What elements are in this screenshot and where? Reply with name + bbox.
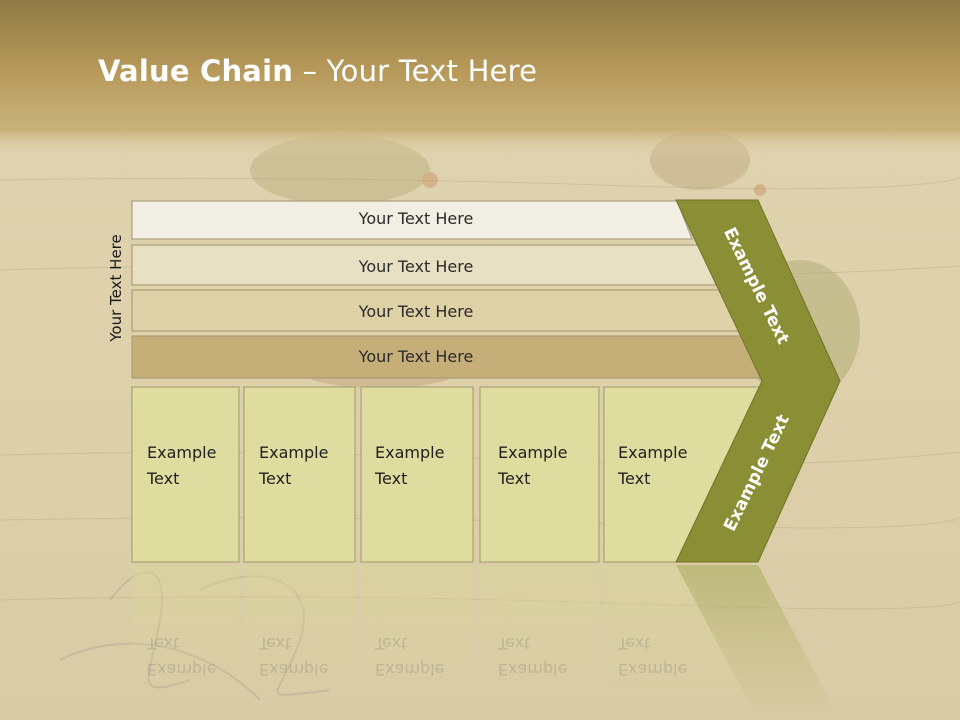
box-2	[243, 386, 356, 563]
box-3	[360, 386, 474, 563]
chevron-arrow	[675, 199, 841, 563]
row-label-1: Your Text Here	[358, 209, 474, 228]
row-label-2: Your Text Here	[358, 257, 474, 276]
row-label-3: Your Text Here	[358, 302, 474, 321]
box-4-line1: Example	[498, 443, 568, 462]
row-bar-1	[131, 200, 693, 240]
box-1-line1: Example	[147, 443, 217, 462]
box-4	[479, 386, 600, 563]
box-1	[131, 386, 240, 563]
box-3-line2: Text	[375, 469, 408, 488]
box-3-line1: Example	[375, 443, 445, 462]
activity-boxes	[131, 386, 763, 563]
side-label: Your Text Here	[107, 234, 125, 342]
row-label-4: Your Text Here	[358, 347, 474, 366]
box-4-line2: Text	[498, 469, 531, 488]
box-5-line1: Example	[618, 443, 688, 462]
box-5-line2: Text	[618, 469, 651, 488]
box-2-line1: Example	[259, 443, 329, 462]
row-bars	[131, 200, 764, 379]
box-1-line2: Text	[147, 469, 180, 488]
slide-title: Value Chain – Your Text Here	[98, 54, 537, 88]
reflections	[132, 565, 840, 720]
box-2-line2: Text	[259, 469, 292, 488]
title-rest: – Your Text Here	[293, 54, 538, 88]
title-bold: Value Chain	[98, 54, 294, 88]
